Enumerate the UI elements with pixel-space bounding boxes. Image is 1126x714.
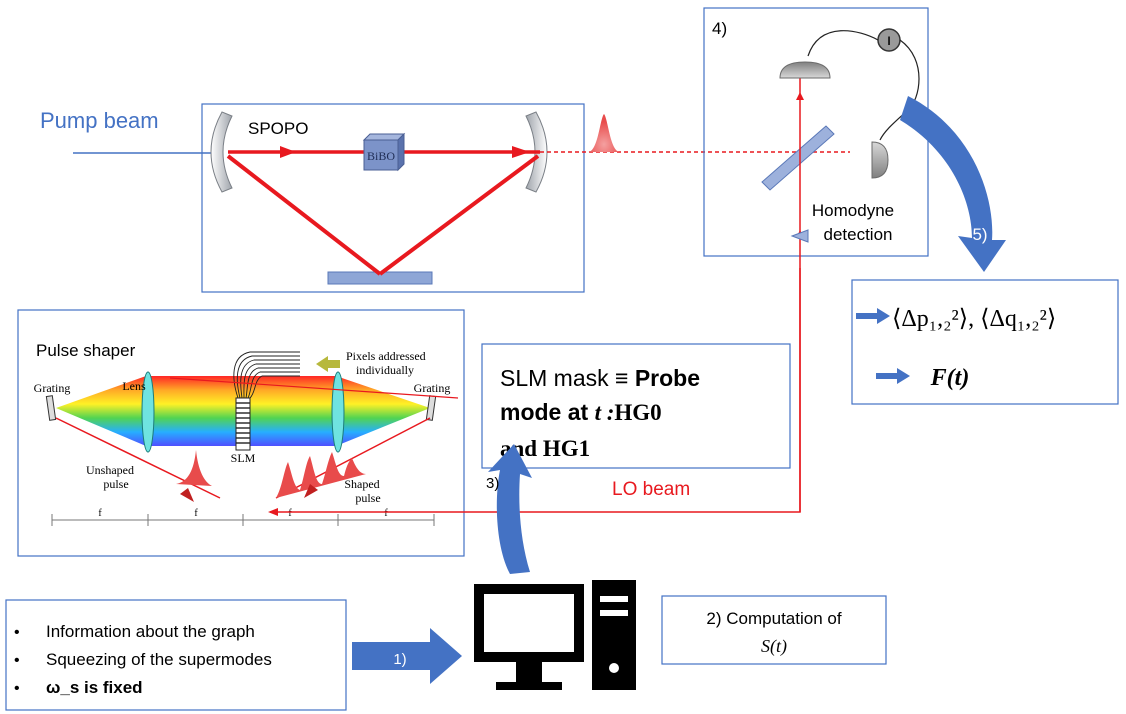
- grating-left: [45, 395, 57, 421]
- focal-label-1: f: [98, 508, 102, 519]
- shaped-label-line2: pulse: [355, 491, 380, 505]
- spopo-label: SPOPO: [248, 119, 308, 138]
- result-line-1: ⟨Δp₁,₂²⟩, ⟨Δq₁,₂²⟩: [892, 306, 1056, 332]
- grating-right: [425, 395, 437, 421]
- focal-ruler: [51, 514, 435, 526]
- spopo-box: [201, 103, 585, 293]
- focal-label-3: f: [288, 508, 292, 519]
- output-pulse: [588, 114, 620, 152]
- arrow-step3: [488, 444, 532, 574]
- rainbow-left: [56, 376, 146, 446]
- computation-line1: 2) Computation of: [706, 609, 841, 628]
- spopo-mirror-left: [210, 111, 233, 193]
- shaped-pulse: [276, 452, 366, 498]
- arrow-step1: [352, 628, 462, 684]
- info-item-3: ω_s is fixed: [46, 678, 143, 697]
- lens-label: Lens: [122, 379, 146, 393]
- lo-beam-path: [270, 268, 801, 513]
- grating-left-label: Grating: [34, 381, 71, 395]
- step4-label: 4): [712, 19, 727, 38]
- lens-right: [331, 371, 345, 453]
- cavity-arrow-1: [280, 146, 296, 158]
- unshaped-arrow: [180, 488, 194, 502]
- focal-label-4: f: [384, 508, 388, 519]
- slm-mask-box: [481, 343, 791, 469]
- detector-wire-top: [807, 30, 879, 57]
- slm-mask-line2: mode at t :HG0: [500, 399, 662, 425]
- step3-label: 3): [486, 475, 499, 492]
- result-line-2: F(t): [930, 365, 970, 391]
- unshaped-pulse: [176, 450, 212, 486]
- pulse-shaper-box: [17, 309, 465, 557]
- info-item-2: Squeezing of the supermodes: [46, 650, 272, 669]
- rainbow-right: [336, 376, 430, 446]
- unshaped-label-line1: Unshaped: [86, 463, 134, 477]
- cavity-beam-right-diag: [378, 154, 540, 276]
- shaper-red-line: [169, 377, 459, 399]
- slm-label: SLM: [231, 451, 256, 465]
- detector-right: [871, 141, 889, 179]
- info-bullet-3: •: [14, 680, 20, 697]
- beam-splitter: [761, 125, 835, 191]
- computation-line2: S(t): [761, 636, 787, 657]
- info-box: [5, 599, 347, 711]
- step5-label: 5): [972, 225, 987, 244]
- results-box: [851, 279, 1119, 405]
- current-meter-symbol: I: [887, 34, 890, 48]
- slm: [235, 397, 251, 451]
- cavity-beam-left-diag: [226, 154, 382, 276]
- info-bullet-2: •: [14, 652, 20, 669]
- computer-icon: [474, 580, 636, 690]
- detector-top: [779, 61, 831, 79]
- result-arrow-1: [856, 308, 890, 324]
- lens-left: [141, 371, 155, 453]
- slm-mask-line1: SLM mask ≡ Probe: [500, 365, 700, 391]
- pulse-shaper-label: Pulse shaper: [36, 341, 136, 360]
- pump-beam-label: Pump beam: [40, 108, 159, 133]
- shaped-arrow: [304, 484, 318, 498]
- slm-wires: [233, 351, 300, 399]
- grating-right-label: Grating: [414, 381, 451, 395]
- pixels-label-line2: individually: [356, 363, 414, 377]
- homodyne-label-line1: Homodyne: [812, 201, 894, 220]
- computation-box: [661, 595, 887, 665]
- cavity-arrow-2: [512, 146, 530, 158]
- homodyne-label-line2: detection: [824, 225, 893, 244]
- info-item-1: Information about the graph: [46, 622, 255, 641]
- pixels-label-line1: Pixels addressed: [346, 349, 426, 363]
- step1-label: 1): [393, 651, 406, 668]
- slm-pixels: [236, 402, 250, 444]
- lo-mirror: [790, 229, 809, 243]
- info-bullet-1: •: [14, 624, 20, 641]
- shaped-label-line1: Shaped: [344, 477, 379, 491]
- arrow-step5: [900, 96, 1006, 272]
- pixels-arrow: [316, 356, 340, 372]
- bibo-label: BiBO: [367, 149, 395, 163]
- unshaped-label-line2: pulse: [103, 477, 128, 491]
- result-arrow-2: [876, 368, 910, 384]
- focal-label-2: f: [194, 508, 198, 519]
- lo-beam-label: LO beam: [612, 479, 690, 500]
